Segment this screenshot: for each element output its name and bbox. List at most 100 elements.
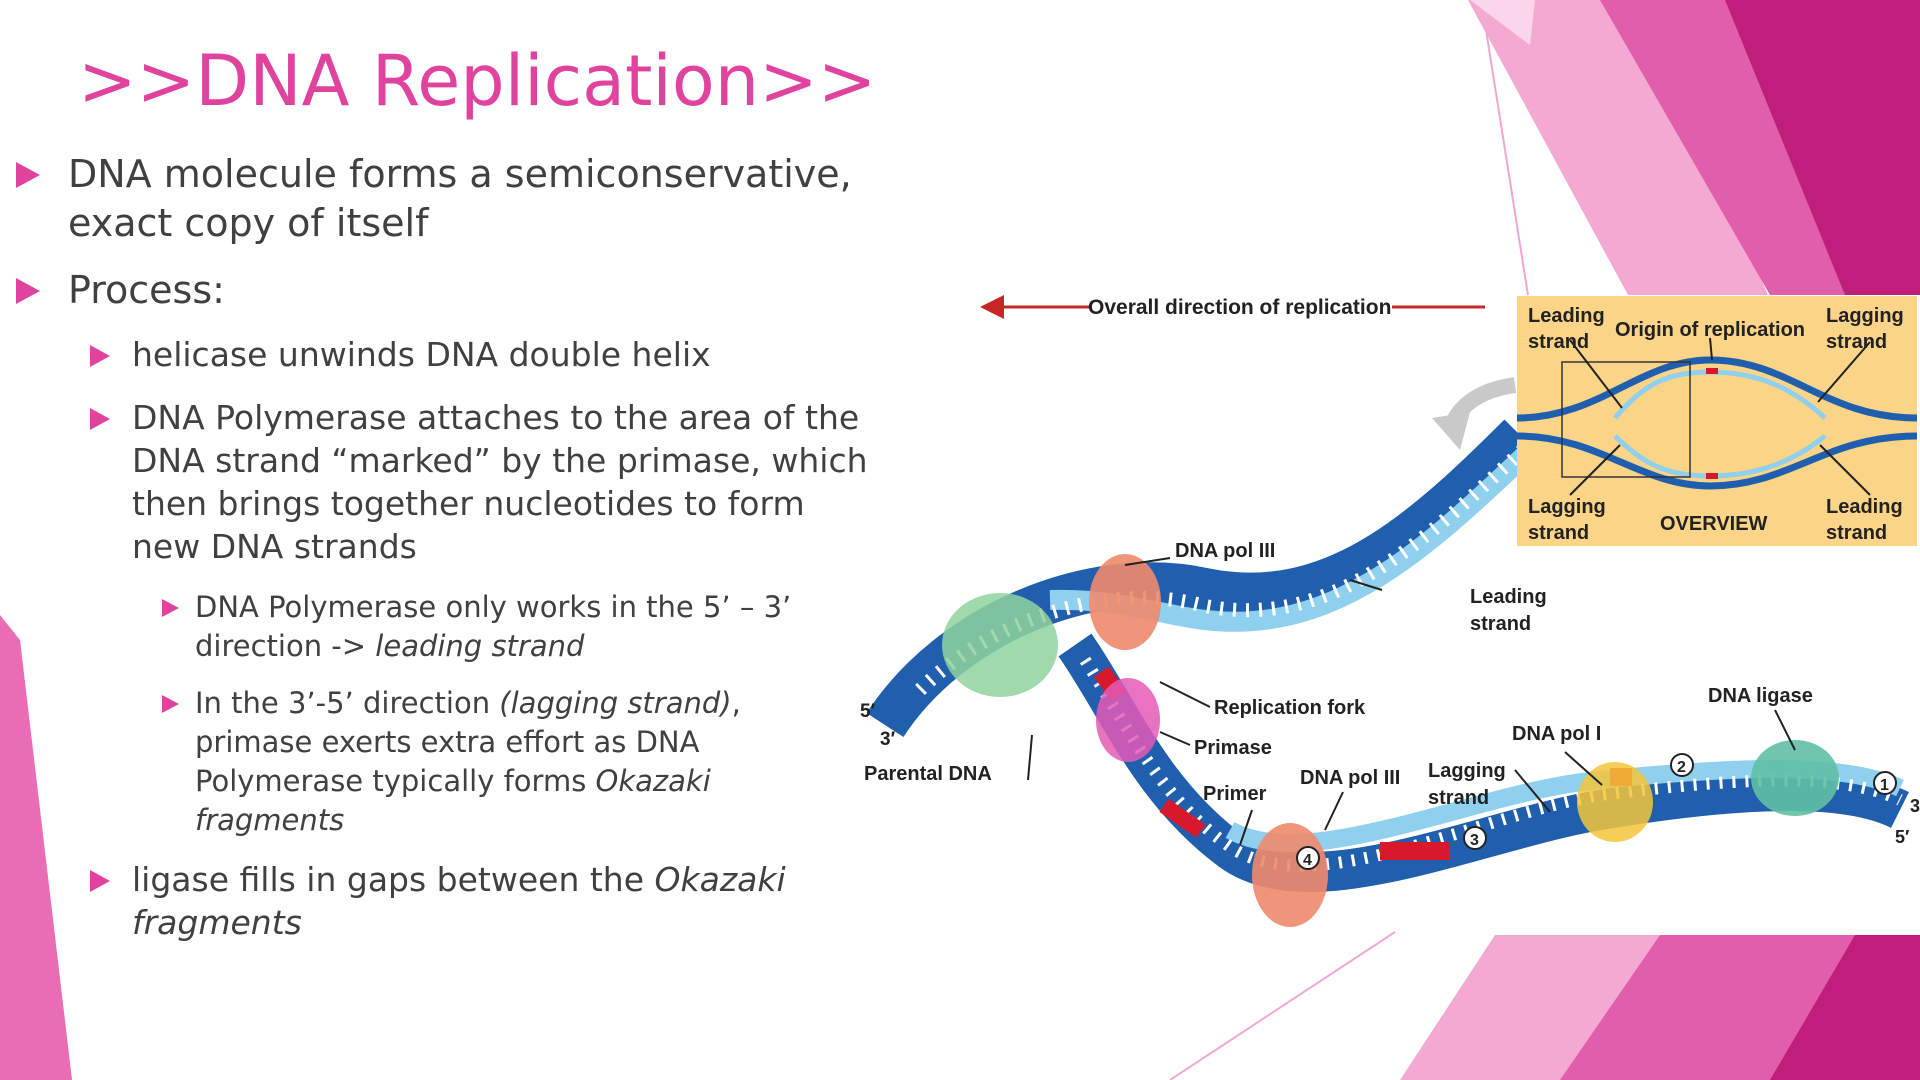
step-marker-label: 3 <box>1470 832 1479 849</box>
bullet-arrow-icon <box>16 162 40 188</box>
step-marker-3: 3 <box>1463 826 1487 850</box>
bullet-text-part: ligase fills in gaps between the <box>132 860 655 899</box>
step-marker-label: 1 <box>1880 777 1889 794</box>
dna-pol-i-protein <box>1577 762 1653 842</box>
step-marker-1: 1 <box>1873 771 1897 795</box>
overview-title: OVERVIEW <box>1660 513 1768 535</box>
bullet-text: DNA strand “marked” by the primase, whic… <box>132 441 868 480</box>
step-marker-label: 2 <box>1677 759 1686 776</box>
bullet-text: DNA molecule forms a semiconservative, <box>68 152 852 196</box>
overview-label: Lagging <box>1528 496 1606 518</box>
bullet-text: new DNA strands <box>132 527 417 566</box>
overview-leader-line <box>1819 444 1871 496</box>
bullet-text-italic: fragments <box>132 903 302 942</box>
dna-ligase-protein <box>1751 740 1839 816</box>
bullet-text-italic: leading strand <box>375 629 585 663</box>
bullet-text: Polymerase typically forms Okazaki <box>195 762 870 801</box>
bullet-arrow-icon <box>162 695 179 713</box>
bullet-text: DNA Polymerase only works in the 5’ – 3’ <box>195 590 792 624</box>
overview-leader-line <box>1569 339 1623 409</box>
leader-line <box>1239 809 1253 846</box>
bullet-text: fragments <box>132 901 870 944</box>
bullet-text-part: In the 3’-5’ direction <box>195 686 500 720</box>
overview-parental-bottom <box>1516 432 1918 490</box>
overview-parental-top <box>1516 356 1918 422</box>
bullet-text-italic: Okazaki <box>654 860 786 899</box>
bullet-text: direction -> leading strand <box>195 627 870 666</box>
bullet-arrow-icon <box>16 278 40 304</box>
overview-leader-line <box>1569 444 1621 496</box>
bullet-text: fragments <box>195 801 870 840</box>
bullet-text: Process: <box>68 268 225 312</box>
primer-segment <box>1159 798 1206 838</box>
bullet-semiconservative: DNA molecule forms a semiconservative, e… <box>0 150 870 248</box>
label-leading-strand: strand <box>1470 613 1531 635</box>
bullet-text-italic: (lagging strand) <box>499 686 732 720</box>
leading-strand-rungs <box>915 442 1530 695</box>
overview-inset: Leading strand Origin of replication Lag… <box>1516 296 1918 546</box>
bullet-text-italic: Okazaki <box>595 764 711 798</box>
bullet-process: Process: <box>0 266 870 315</box>
bullet-text-part: , <box>731 686 741 720</box>
label-5-prime-left: 5′ <box>860 701 876 722</box>
overview-label: Origin of replication <box>1615 319 1805 341</box>
overview-leader-line <box>1817 341 1871 403</box>
step-marker-2: 2 <box>1670 753 1694 777</box>
overall-direction-label: Overall direction of replication <box>1088 296 1391 319</box>
leader-line <box>1564 751 1603 786</box>
dna-pol-iii-leading <box>1089 554 1161 650</box>
label-dna-ligase: DNA ligase <box>1708 685 1813 707</box>
bullet-arrow-icon <box>162 599 179 617</box>
overview-primer <box>1706 473 1718 479</box>
bullet-ligase: ligase fills in gaps between the Okazaki… <box>0 858 870 944</box>
overview-label: strand <box>1826 522 1887 544</box>
bullet-text: then brings together nucleotides to form <box>132 484 805 523</box>
leader-line <box>1159 731 1191 746</box>
label-leading-strand: Leading <box>1470 586 1547 608</box>
bullet-text: In the 3’-5’ direction (lagging strand), <box>195 684 870 723</box>
bullet-list: DNA molecule forms a semiconservative, e… <box>0 150 870 964</box>
label-parental-dna: Parental DNA <box>864 763 992 785</box>
primer-segment <box>1380 842 1450 860</box>
leader-line <box>1027 734 1033 781</box>
overview-label: Leading <box>1826 496 1903 518</box>
label-lagging-strand: strand <box>1428 787 1489 809</box>
bullet-text: helicase unwinds DNA double helix <box>132 335 711 374</box>
bullet-arrow-icon <box>90 345 110 367</box>
label-dna-pol-i: DNA pol I <box>1512 723 1601 745</box>
label-5-prime-right: 5′ <box>1895 827 1909 847</box>
bullet-helicase: helicase unwinds DNA double helix <box>0 333 870 376</box>
overview-label: strand <box>1826 331 1887 353</box>
leader-line <box>1324 791 1344 831</box>
dna-pol-iii-lagging <box>1252 823 1328 927</box>
overview-label: Leading <box>1528 305 1605 327</box>
bullet-text: primase exerts extra effort as DNA <box>195 725 700 759</box>
label-replication-fork: Replication fork <box>1214 697 1366 719</box>
bullet-polymerase: DNA Polymerase attaches to the area of t… <box>0 396 870 568</box>
label-primer: Primer <box>1203 783 1267 805</box>
step-marker-4: 4 <box>1296 846 1320 870</box>
bullet-arrow-icon <box>90 870 110 892</box>
overview-leader-line <box>1709 337 1713 361</box>
primase-protein <box>1096 678 1160 762</box>
leader-line <box>1349 579 1383 591</box>
overview-background <box>1517 296 1917 546</box>
bullet-text-part: Polymerase typically forms <box>195 764 596 798</box>
overview-zoom-box <box>1561 361 1691 478</box>
overview-label: strand <box>1528 331 1589 353</box>
label-lagging-strand: Lagging <box>1428 760 1506 782</box>
helicase-protein <box>942 593 1058 697</box>
bullet-text: ligase fills in gaps between the Okazaki <box>132 858 870 901</box>
bullet-text-part: direction -> <box>195 629 376 663</box>
label-dna-pol-iii-lower: DNA pol III <box>1300 767 1400 789</box>
overview-pointer-arrowhead <box>1432 412 1470 450</box>
bullet-direction-53: DNA Polymerase only works in the 5’ – 3’… <box>0 588 870 666</box>
label-3-right: 3 <box>1910 796 1920 816</box>
leader-line <box>1159 681 1211 708</box>
leader-line <box>1774 709 1796 751</box>
label-primase: Primase <box>1194 737 1272 759</box>
label-3-prime-left: 3′ <box>880 729 896 750</box>
overview-label: Lagging <box>1826 305 1904 327</box>
leader-line <box>1124 557 1171 566</box>
